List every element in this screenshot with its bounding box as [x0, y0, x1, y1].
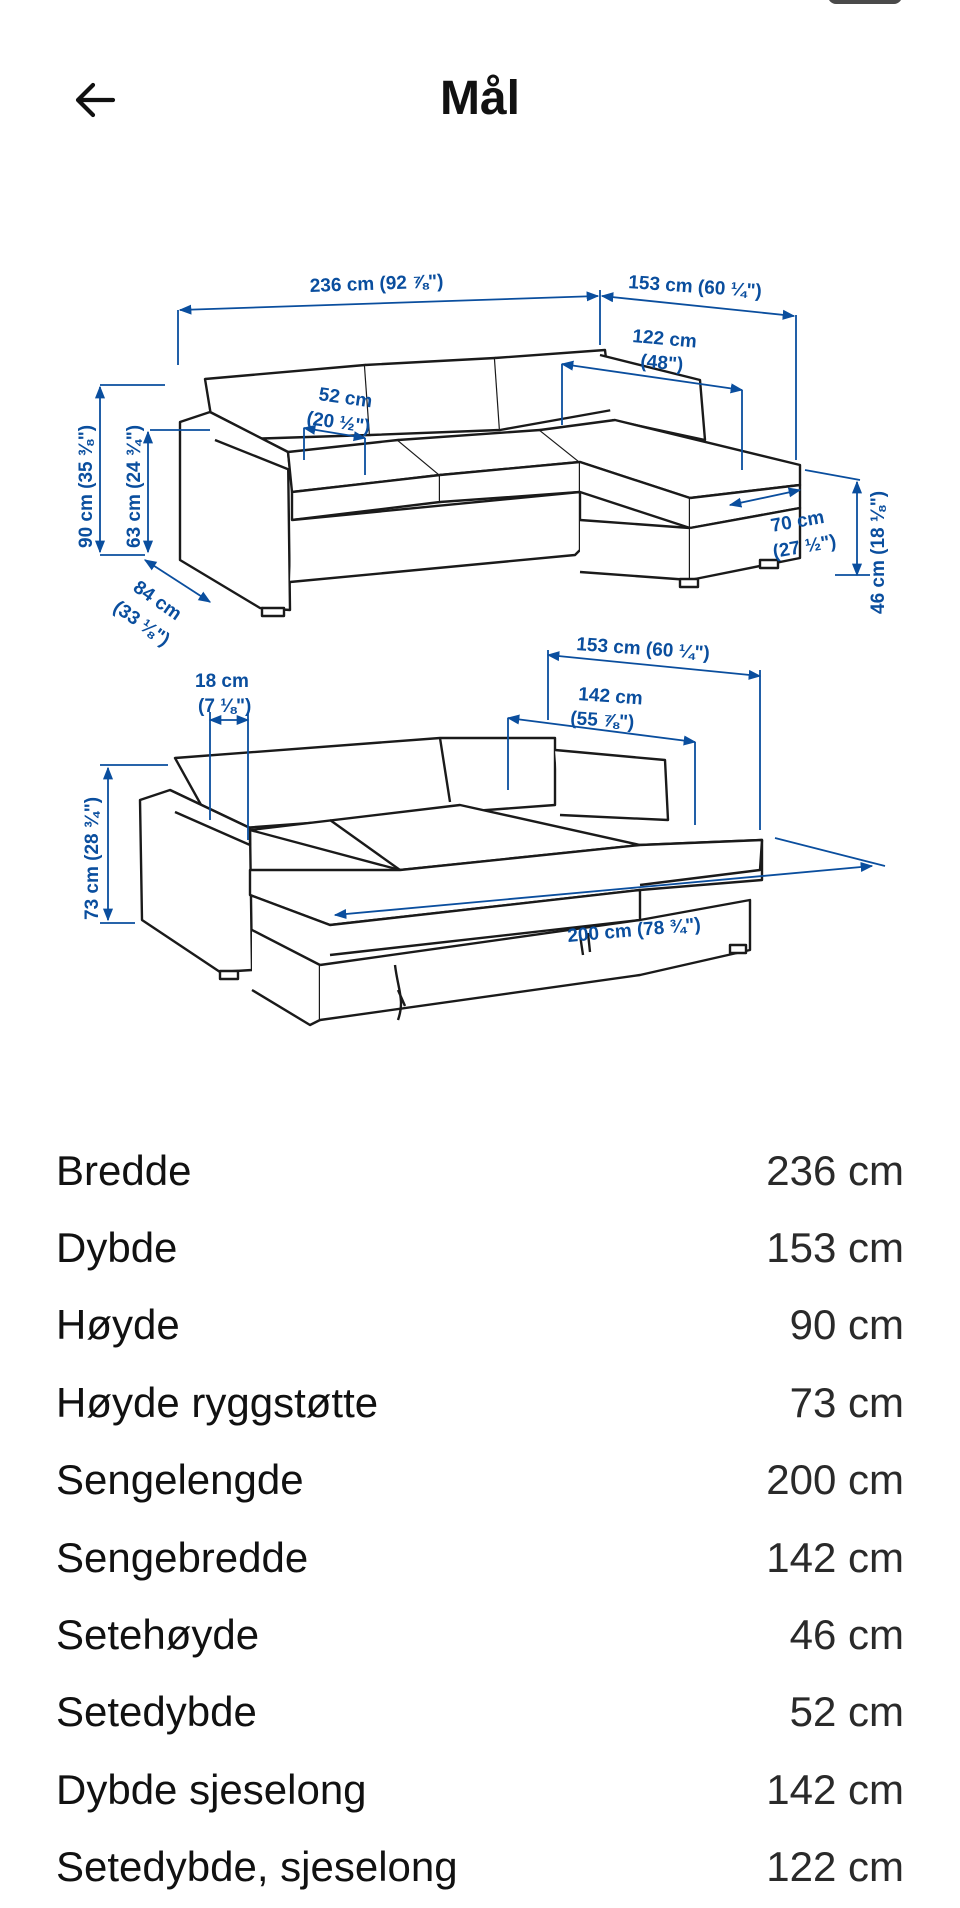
- back-button[interactable]: [60, 70, 130, 130]
- spec-label: Setedybde, sjeselong: [56, 1843, 458, 1891]
- spec-value: 73 cm: [789, 1378, 904, 1426]
- spec-value: 236 cm: [766, 1146, 904, 1194]
- sofa-top-drawing: [178, 348, 802, 618]
- dim-bed-width-in: (55 ⅞"): [570, 708, 635, 733]
- spec-value: 142 cm: [766, 1765, 904, 1813]
- dim-total-height: 90 cm (35 ⅜"): [76, 425, 97, 548]
- dim-chaise-seat-depth-cm: 122 cm: [632, 326, 698, 353]
- sofa-bed-drawing: [138, 736, 764, 1027]
- spec-label: Dybde: [56, 1224, 178, 1272]
- dim-arm-width-cm: 18 cm: [195, 671, 249, 692]
- spec-value: 153 cm: [766, 1224, 904, 1272]
- spec-row: Sengelengde 200 cm: [56, 1442, 904, 1519]
- spec-label: Sengelengde: [56, 1456, 304, 1504]
- spec-row: Høyde ryggstøtte 73 cm: [56, 1364, 904, 1441]
- spec-value: 90 cm: [789, 1301, 904, 1349]
- dim-bed-width-cm: 142 cm: [578, 684, 644, 709]
- spec-label: Setedybde: [56, 1688, 257, 1736]
- spec-row: Bredde 236 cm: [56, 1132, 904, 1209]
- dimension-diagram: 236 cm (92 ⅞") 153 cm (60 ¼") 122 cm (48…: [0, 230, 960, 1050]
- arrow-left-icon: [75, 82, 116, 118]
- top-view-dimensions: [94, 290, 870, 603]
- sofa-dimension-drawing: 236 cm (92 ⅞") 153 cm (60 ¼") 122 cm (48…: [76, 271, 889, 1027]
- spec-value: 122 cm: [766, 1843, 904, 1891]
- spec-row: Setehøyde 46 cm: [56, 1596, 904, 1673]
- spec-label: Høyde: [56, 1301, 180, 1349]
- spec-label: Sengebredde: [56, 1533, 309, 1581]
- dim-chaise-width: 153 cm (60 ¼"): [628, 272, 763, 302]
- spec-row: Dybde 153 cm: [56, 1209, 904, 1286]
- dim-arm-width-in: (7 ⅛"): [198, 696, 251, 717]
- header: Mål: [0, 40, 960, 150]
- spec-label: Bredde: [56, 1146, 192, 1194]
- spec-value: 200 cm: [766, 1456, 904, 1504]
- spec-row: Sengebredde 142 cm: [56, 1519, 904, 1596]
- spec-label: Setehøyde: [56, 1611, 260, 1659]
- dim-total-width: 236 cm (92 ⅞"): [309, 271, 443, 297]
- dim-seat-height: 46 cm (18 ⅛"): [868, 491, 889, 614]
- spec-row: Setedybde, sjeselong 122 cm: [56, 1829, 904, 1906]
- dim-back-height: 73 cm (28 ¾"): [82, 797, 103, 920]
- spec-row: Setedybde 52 cm: [56, 1674, 904, 1751]
- spec-label: Dybde sjeselong: [56, 1765, 367, 1813]
- spec-row: Høyde 90 cm: [56, 1287, 904, 1364]
- spec-row: Dybde sjeselong 142 cm: [56, 1751, 904, 1828]
- bed-view-dimensions: [100, 650, 886, 924]
- spec-value: 46 cm: [789, 1611, 904, 1659]
- status-indicator: [828, 0, 902, 4]
- page-title: Mål: [439, 72, 520, 125]
- spec-label: Høyde ryggstøtte: [56, 1378, 379, 1426]
- dimensions-list: Bredde 236 cm Dybde 153 cm Høyde 90 cm Høyd…: [56, 1132, 904, 1906]
- dim-chaise-seat-depth-in: (48"): [640, 351, 684, 376]
- dim-arm-height: 63 cm (24 ¾"): [124, 425, 145, 548]
- spec-value: 142 cm: [766, 1533, 904, 1581]
- spec-value: 52 cm: [789, 1688, 904, 1736]
